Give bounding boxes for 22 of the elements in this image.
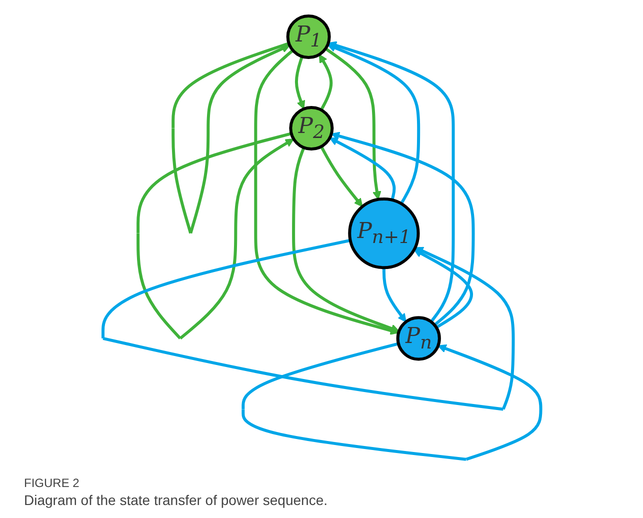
arrow <box>292 147 400 333</box>
arrow <box>329 138 396 201</box>
arrow <box>294 56 305 110</box>
figure-label: FIGURE 2 <box>24 476 80 490</box>
arrow <box>254 49 399 336</box>
arrow <box>413 250 473 330</box>
node-circle: P$_{2}$ <box>288 106 334 151</box>
arrow <box>330 132 474 326</box>
arrow <box>382 268 406 322</box>
arrow <box>328 41 454 323</box>
arrow <box>326 44 420 205</box>
arrow <box>171 42 290 234</box>
node-circle: P$_{1}$ <box>286 14 330 60</box>
node-circle: P$_{n}$ <box>396 316 441 361</box>
arrow <box>241 342 542 462</box>
arrow <box>318 54 332 111</box>
arrow <box>320 146 362 208</box>
arrow <box>136 132 294 340</box>
arrow <box>324 48 381 200</box>
node-circle: P$_{n+1}$ <box>348 198 420 270</box>
caption: Diagram of the state transfer of power sequence. <box>24 492 328 508</box>
arrow <box>101 239 514 412</box>
